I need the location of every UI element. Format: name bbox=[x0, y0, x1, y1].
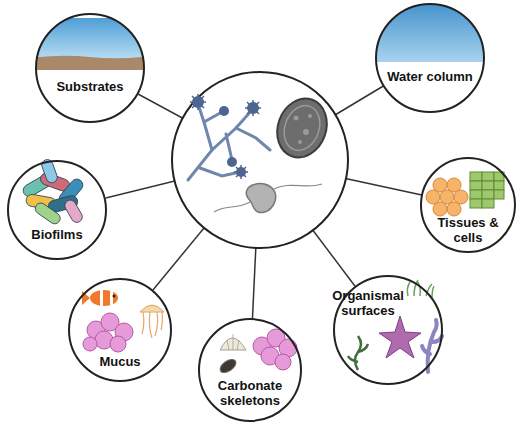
circle-outline bbox=[7, 160, 107, 260]
tissue-picture bbox=[426, 172, 504, 216]
context-label: Mucus bbox=[75, 354, 165, 369]
context-circle: Biofilms bbox=[7, 160, 107, 260]
context-circle: Substrates bbox=[35, 13, 145, 123]
context-label: Carbonate skeletons bbox=[210, 378, 290, 408]
substrate-picture bbox=[30, 18, 150, 70]
context-label: Biofilms bbox=[12, 227, 102, 242]
water-picture bbox=[370, 0, 490, 62]
context-label: Organismal surfaces bbox=[327, 288, 409, 318]
context-circle: Water column bbox=[375, 3, 485, 113]
mucus-picture bbox=[82, 290, 164, 352]
context-circle: Mucus bbox=[68, 278, 172, 382]
circle-outline bbox=[375, 3, 485, 113]
context-circle: Carbonate skeletons bbox=[198, 318, 302, 422]
context-label: Water column bbox=[380, 69, 480, 84]
context-label: Substrates bbox=[40, 79, 140, 94]
center-circle bbox=[172, 72, 348, 248]
microbes bbox=[188, 92, 335, 213]
circle-outline bbox=[35, 13, 145, 123]
context-circle: Organismal surfaces bbox=[333, 275, 443, 385]
context-circle: Tissues & cells bbox=[420, 157, 516, 253]
context-label: Tissues & cells bbox=[431, 215, 505, 245]
skeleton-picture bbox=[218, 329, 297, 375]
